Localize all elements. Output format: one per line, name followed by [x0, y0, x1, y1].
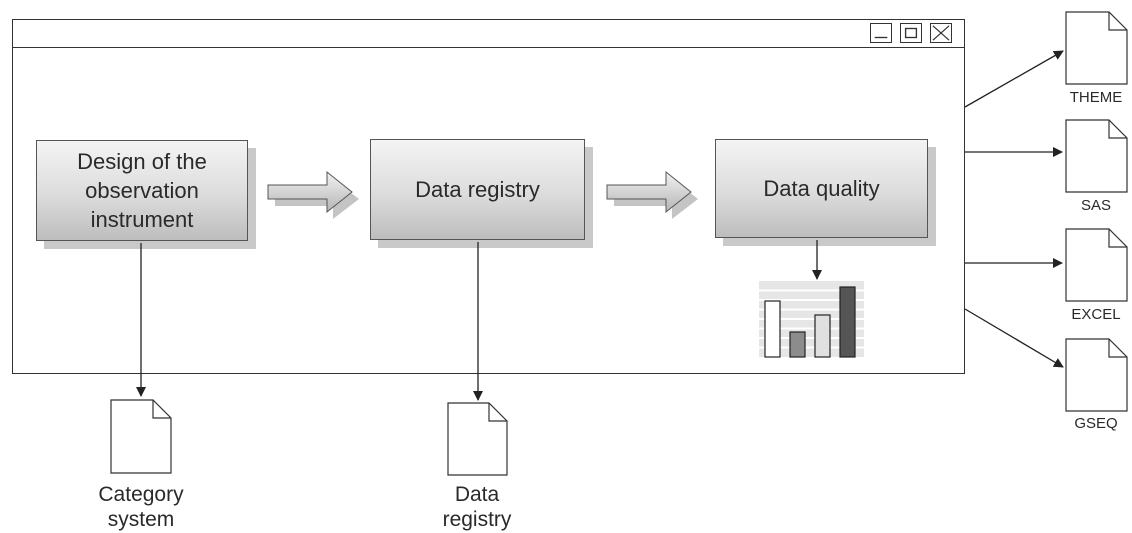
minimize-icon[interactable]: [870, 23, 892, 43]
export-label-excel: EXCEL: [1071, 306, 1121, 323]
maximize-icon[interactable]: [900, 23, 922, 43]
quality-chart-bar: [839, 286, 856, 358]
export-label-theme: THEME: [1069, 89, 1123, 106]
quality-chart-bar: [814, 314, 831, 358]
document-icon-category-system: [110, 399, 172, 474]
quality-chart-bars: [764, 286, 856, 358]
output-label-data-registry-line2: registry: [442, 508, 512, 531]
export-label-sas: SAS: [1080, 197, 1112, 214]
window-titlebar: [13, 20, 964, 48]
export-arrow-gseq: [964, 308, 1064, 368]
export-label-gseq: GSEQ: [1074, 415, 1118, 432]
step-data-registry: Data registry: [370, 139, 585, 240]
document-icon-excel: [1065, 228, 1128, 302]
step-data-registry-label: Data registry: [415, 177, 540, 202]
step-design-instrument-label: Design of the observation instrument: [77, 149, 207, 232]
output-label-category-system-line1: Category: [98, 483, 184, 506]
document-icon-sas: [1065, 119, 1128, 193]
export-arrow-theme: [964, 50, 1064, 108]
step-design-instrument: Design of the observation instrument: [36, 140, 248, 241]
output-label-data-registry-line1: Data: [454, 483, 500, 506]
document-icon-gseq: [1065, 338, 1128, 412]
output-label-data-registry: Data registry: [443, 482, 512, 532]
output-label-category-system: Category system: [98, 482, 183, 532]
quality-chart-bar: [789, 331, 806, 358]
block-arrow-2: [606, 170, 698, 219]
output-label-category-system-line2: system: [107, 508, 175, 531]
quality-chart-icon: [759, 281, 864, 358]
step-data-quality: Data quality: [715, 139, 928, 238]
quality-chart-bar: [764, 300, 781, 358]
close-icon[interactable]: [930, 23, 952, 43]
step-data-quality-label: Data quality: [763, 176, 880, 201]
block-arrow-1: [267, 170, 359, 219]
document-icon-theme: [1065, 11, 1128, 85]
document-icon-data-registry: [447, 402, 508, 476]
